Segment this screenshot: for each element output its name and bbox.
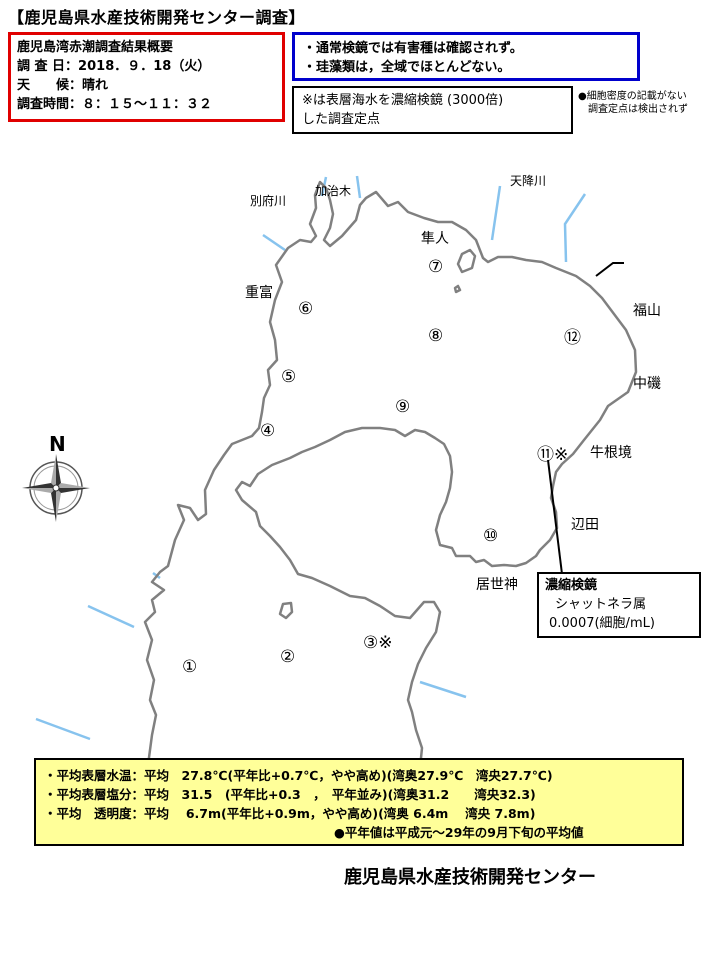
page-title: 【鹿児島県水産技術開発センター調査】 [8,8,306,27]
river-east [563,193,587,263]
stats-salinity: ・平均表層塩分：平均 31.5 (平年比+0.3 ， 平年並み)(湾奥31.2 … [44,787,536,802]
notes-line-2: ・珪藻類は，全域でほとんどない。 [303,60,511,75]
island-south [278,601,294,620]
station-8: ⑧ [428,326,444,346]
place-shigetomi: 重富 [245,285,273,301]
station-12: ⑫ [564,328,581,348]
density-note: ●細胞密度の記載がない 調査定点は検出されず [578,90,688,116]
west-coast [143,180,638,769]
station-11-pointer [547,459,563,575]
concentrated-result-heading: 濃縮検鏡 [545,578,598,593]
station-10: ⑩ [483,526,499,546]
river-shigetomi [262,233,286,252]
observation-notes-box: ・通常検鏡では有害種は確認されず。 ・珪藻類は，全域でほとんどない。 [292,32,640,81]
road-mark [595,262,624,277]
station-5: ⑤ [281,367,297,387]
station-2: ② [280,647,296,667]
concentrated-result-box: 濃縮検鏡 シャットネラ属 0.0007(細胞/mL) [537,572,701,638]
station-3: ③※ [363,633,393,653]
stats-box: ・平均表層水温：平均 27.8℃(平年比+0.7℃，やや高め)(湾奥27.9℃ … [34,758,684,846]
concentrated-result-genus: シャットネラ属 [555,597,647,612]
stats-transparency: ・平均 透明度：平均 6.7m(平年比+0.9m，やや高め)(湾奥 6.4m 湾… [44,806,536,821]
concentration-note-line-1: ※は表層海水を濃縮検鏡 (3000倍) [302,93,504,108]
river-west-2 [35,717,91,741]
summary-date: 調 査 日：2018．９．18（火） [17,59,211,74]
rivers [35,175,587,741]
place-fukuyama: 福山 [633,303,661,319]
place-iseki: 居世神 [476,577,518,593]
compass-rose [22,454,90,522]
island-hayato [456,248,477,274]
compass-north-label: N [49,432,66,456]
stats-footnote: ●平年値は平成元～29年の9月下旬の平均値 [334,825,584,840]
station-6: ⑥ [298,299,314,319]
station-9: ⑨ [395,397,411,417]
station-7: ⑦ [428,257,444,277]
place-hetta: 辺田 [571,517,599,533]
island-small [453,284,462,294]
place-nakaiso: 中磯 [633,376,661,392]
notes-line-1: ・通常検鏡では有害種は確認されず。 [303,41,523,56]
concentration-note-box: ※は表層海水を濃縮検鏡 (3000倍) した調査定点 [292,86,573,134]
summary-time: 調査時間：８：１５～１１：３２ [17,97,213,112]
place-amori: 天降川 [510,174,547,188]
stats-temperature: ・平均表層水温：平均 27.8℃(平年比+0.7℃，やや高め)(湾奥27.9℃ … [44,768,553,783]
river-amori [490,185,502,241]
river-west-1 [87,604,135,629]
summary-weather: 天 候：晴れ [17,78,109,93]
station-11: ⑪※ [537,445,569,465]
coastline [143,180,638,769]
density-note-line-1: ●細胞密度の記載がない [578,91,687,102]
place-ushinekyo: 牛根境 [590,445,632,461]
river-kajiki [355,175,362,199]
place-hayato: 隼人 [421,231,449,247]
place-kajiki: 加治木 [315,184,352,198]
place-beppu: 別府川 [250,194,287,208]
footer-organization: 鹿児島県水産技術開発センター [344,867,596,888]
concentration-note-line-2: した調査定点 [302,112,381,127]
concentrated-result-value: 0.0007(細胞/mL) [549,616,655,631]
river-south [419,680,467,699]
summary-heading: 鹿児島湾赤潮調査結果概要 [17,40,174,55]
station-1: ① [182,657,198,677]
station-4: ④ [260,421,276,441]
density-note-line-2: 調査定点は検出されず [588,104,688,115]
survey-summary-box: 鹿児島湾赤潮調査結果概要 調 査 日：2018．９．18（火） 天 候：晴れ 調… [8,32,285,122]
